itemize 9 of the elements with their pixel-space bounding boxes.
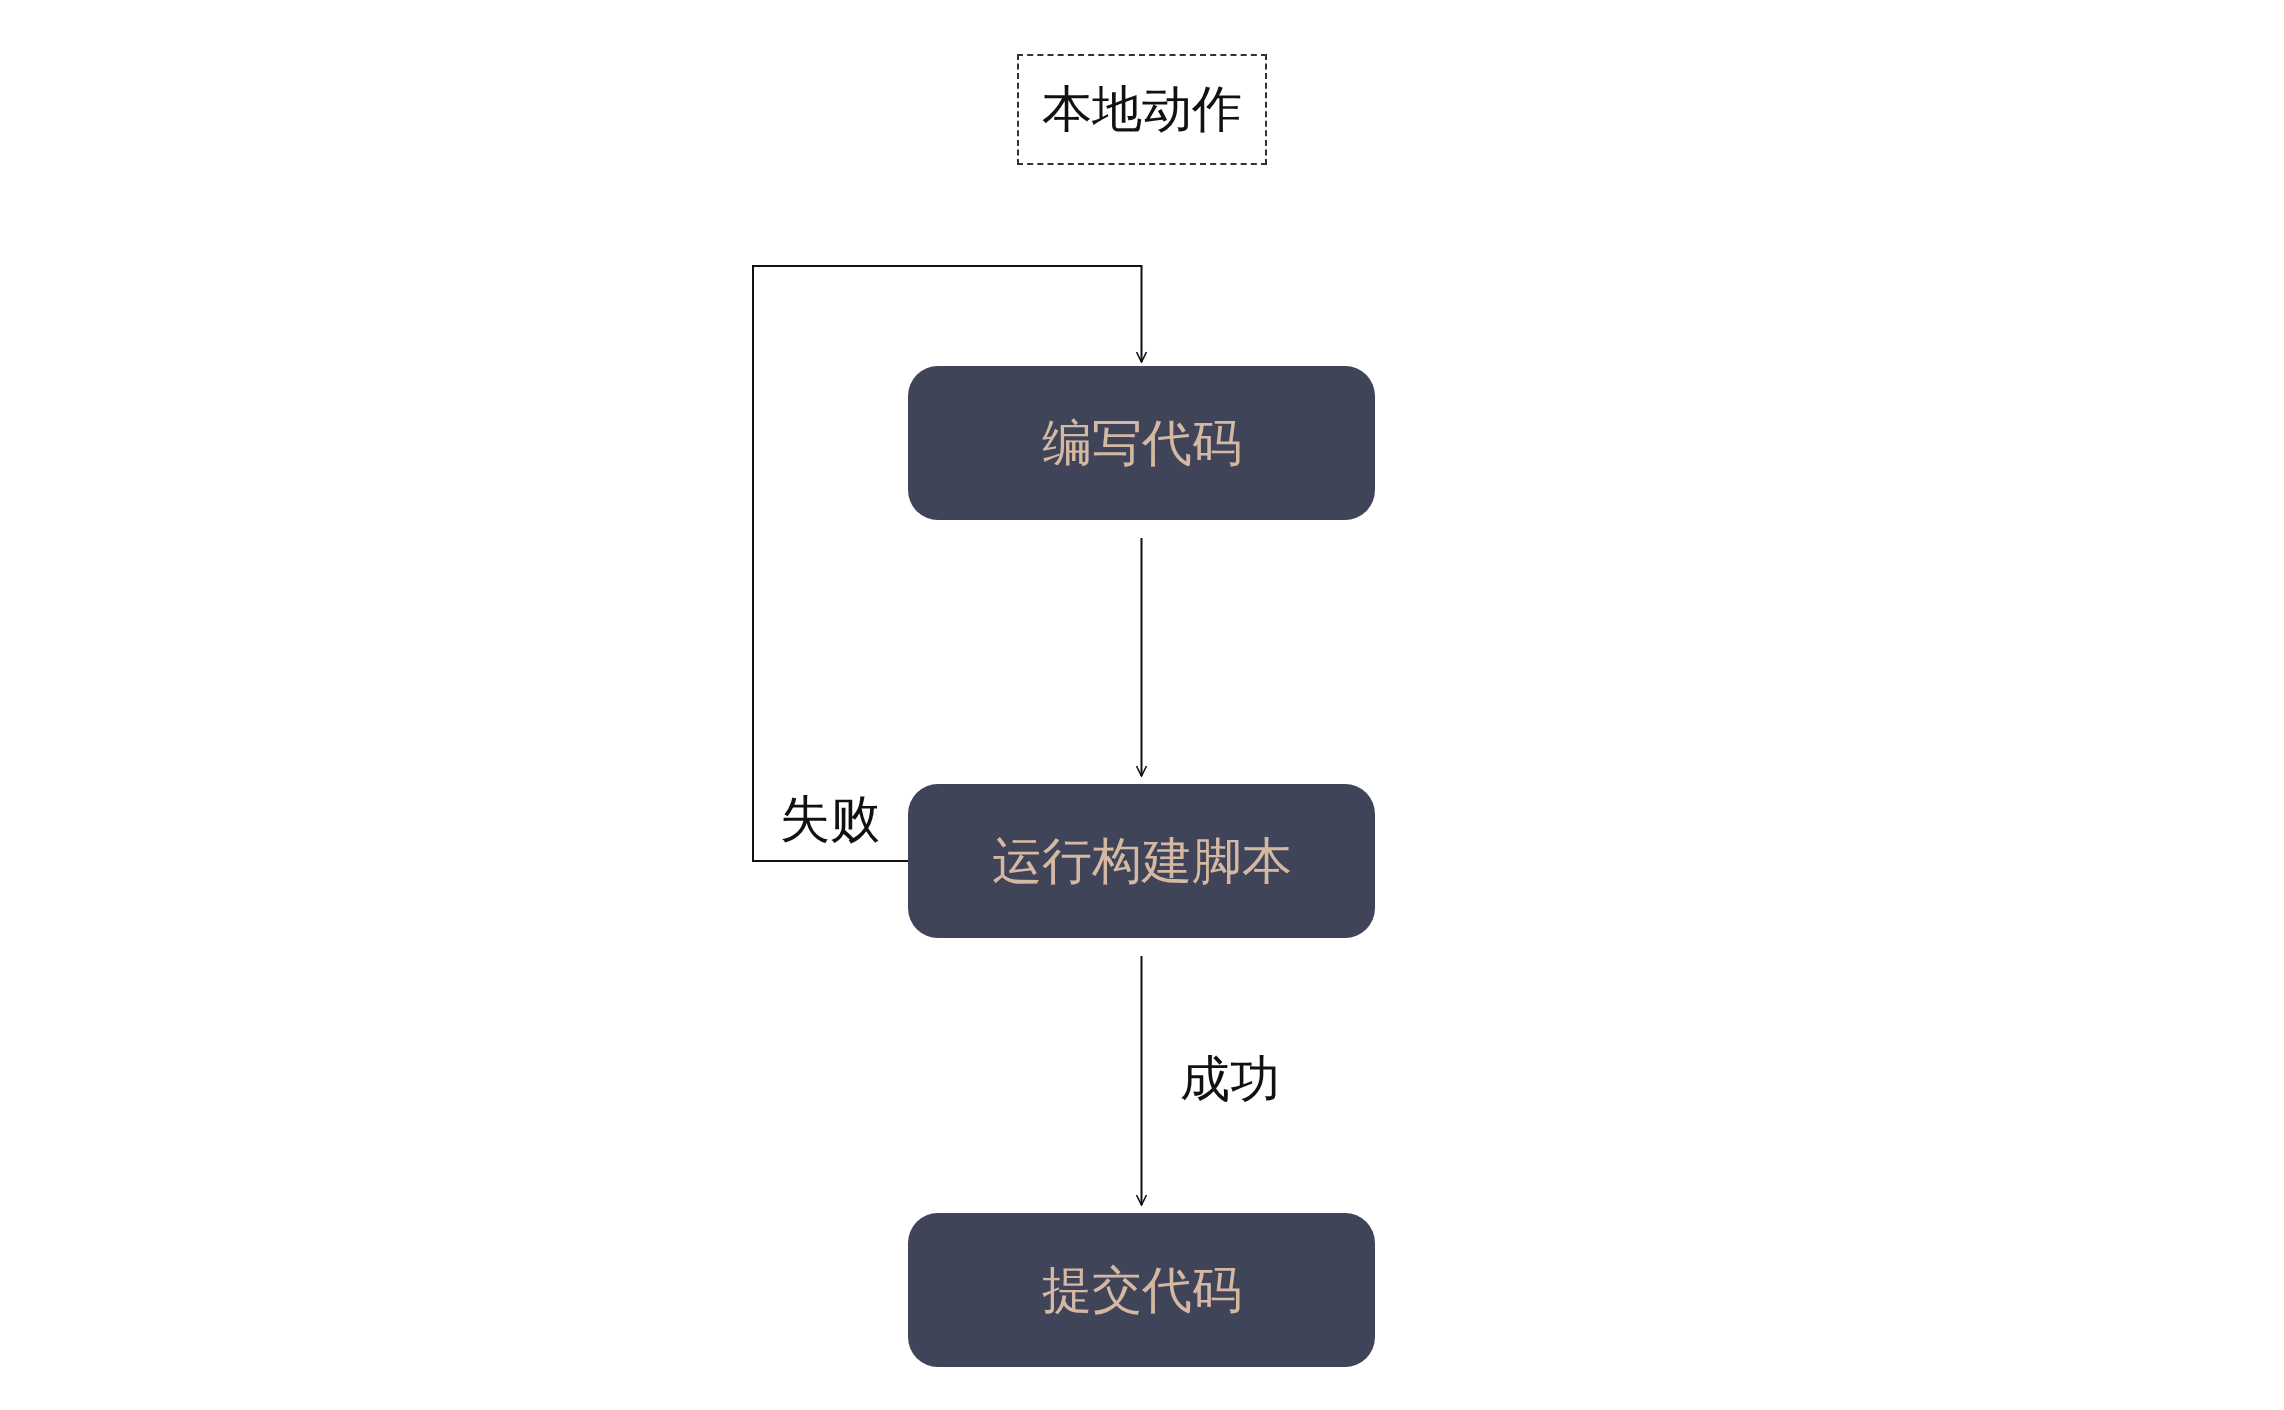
title-box: 本地动作 — [1017, 54, 1267, 165]
process-box: 编写代码 — [908, 366, 1375, 520]
edge-label: 失败 — [780, 789, 880, 850]
edge-label: 成功 — [1179, 1048, 1280, 1110]
process-box: 提交代码 — [908, 1213, 1375, 1367]
arrow — [1135, 955, 1148, 1206]
arrow — [752, 265, 1148, 862]
arrow — [1135, 537, 1148, 777]
process-box: 运行构建脚本 — [908, 784, 1375, 938]
